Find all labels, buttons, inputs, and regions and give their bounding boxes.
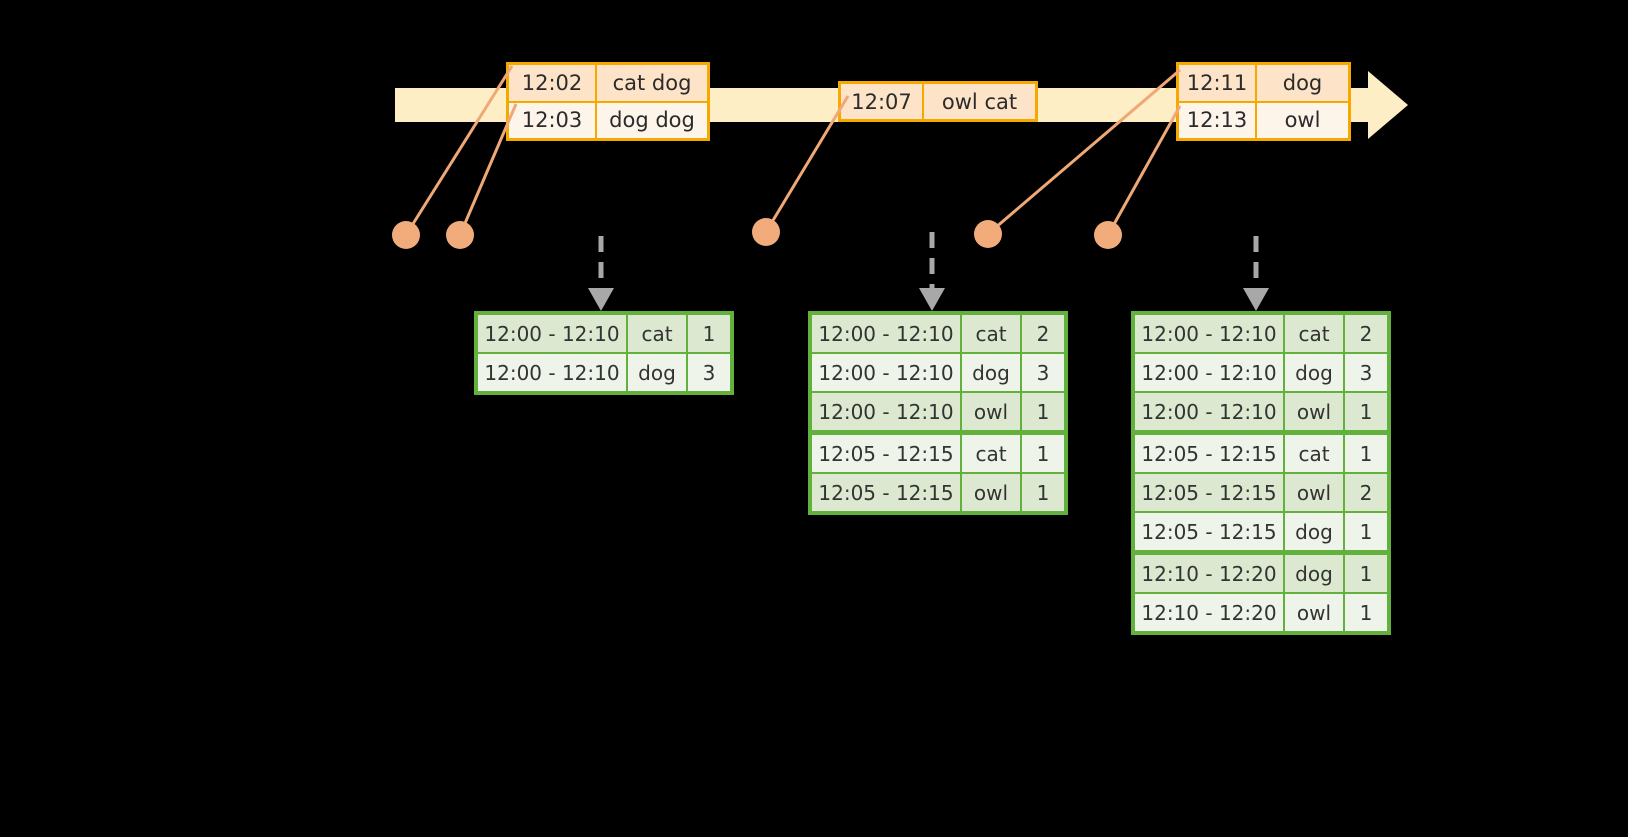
cell-count: 1 — [1022, 393, 1064, 430]
cell-word: dog — [1285, 555, 1343, 592]
cell-word: cat — [1285, 315, 1343, 352]
connector-dot-1 — [392, 221, 420, 249]
event-words: owl cat — [924, 84, 1035, 119]
event-row: 12:11 dog — [1179, 65, 1348, 101]
event-row: 12:02 cat dog — [509, 65, 707, 101]
cell-window: 12:00 - 12:10 — [812, 315, 960, 352]
cell-count: 1 — [1022, 474, 1064, 511]
event-card-3[interactable]: 12:11 dog 12:13 owl — [1176, 62, 1351, 141]
cell-count: 1 — [1345, 594, 1387, 631]
event-row: 12:07 owl cat — [841, 84, 1035, 119]
cell-count: 1 — [1345, 435, 1387, 472]
cell-window: 12:05 - 12:15 — [1135, 513, 1283, 550]
cell-window: 12:05 - 12:15 — [1135, 474, 1283, 511]
cell-window: 12:05 - 12:15 — [1135, 435, 1283, 472]
cell-window: 12:05 - 12:15 — [812, 435, 960, 472]
connector-dot-3 — [752, 218, 780, 246]
cell-count: 1 — [1345, 393, 1387, 430]
cell-window: 12:10 - 12:20 — [1135, 555, 1283, 592]
connector-line-5 — [1106, 105, 1182, 236]
cell-window: 12:05 - 12:15 — [812, 474, 960, 511]
event-words: cat dog — [597, 65, 707, 101]
cell-word: owl — [1285, 393, 1343, 430]
flow-arrow-head-3 — [1243, 288, 1269, 311]
cell-count: 2 — [1345, 315, 1387, 352]
timeline-arrow-head — [1368, 71, 1408, 139]
event-time: 12:11 — [1179, 65, 1257, 101]
connector-markers — [392, 218, 1122, 249]
connector-dot-4 — [974, 220, 1002, 248]
connector-dot-2 — [446, 221, 474, 249]
flow-arrows — [598, 232, 1259, 292]
flow-arrow-heads — [588, 288, 1269, 311]
cell-window: 12:00 - 12:10 — [812, 354, 960, 391]
event-time: 12:13 — [1179, 102, 1257, 138]
cell-window: 12:00 - 12:10 — [1135, 354, 1283, 391]
cell-count: 3 — [1022, 354, 1064, 391]
cell-count: 3 — [688, 354, 730, 391]
event-words: owl — [1257, 102, 1348, 138]
flow-arrow-head-2 — [919, 288, 945, 311]
event-time: 12:03 — [509, 102, 597, 138]
cell-count: 2 — [1345, 474, 1387, 511]
cell-word: cat — [1285, 435, 1343, 472]
cell-window: 12:10 - 12:20 — [1135, 594, 1283, 631]
cell-count: 2 — [1022, 315, 1064, 352]
cell-window: 12:00 - 12:10 — [478, 315, 626, 352]
cell-window: 12:00 - 12:10 — [1135, 393, 1283, 430]
cell-word: dog — [1285, 354, 1343, 391]
event-words: dog — [1257, 65, 1348, 101]
cell-count: 1 — [1022, 435, 1064, 472]
cell-word: dog — [1285, 513, 1343, 550]
event-card-2[interactable]: 12:07 owl cat — [838, 81, 1038, 122]
cell-word: owl — [962, 474, 1020, 511]
cell-word: owl — [1285, 474, 1343, 511]
cell-word: owl — [962, 393, 1020, 430]
event-words: dog dog — [597, 102, 707, 138]
cell-window: 12:00 - 12:10 — [812, 393, 960, 430]
cell-count: 1 — [688, 315, 730, 352]
cell-count: 1 — [1345, 513, 1387, 550]
event-time: 12:07 — [841, 84, 924, 119]
event-row: 12:13 owl — [1179, 100, 1348, 138]
cell-count: 1 — [1345, 555, 1387, 592]
event-card-1[interactable]: 12:02 cat dog 12:03 dog dog — [506, 62, 710, 141]
cell-word: cat — [962, 435, 1020, 472]
cell-word: owl — [1285, 594, 1343, 631]
cell-word: dog — [628, 354, 686, 391]
cell-window: 12:00 - 12:10 — [478, 354, 626, 391]
cell-word: cat — [628, 315, 686, 352]
cell-window: 12:00 - 12:10 — [1135, 315, 1283, 352]
connector-dot-5 — [1094, 221, 1122, 249]
flow-arrow-head-1 — [588, 288, 614, 311]
cell-word: dog — [962, 354, 1020, 391]
cell-count: 3 — [1345, 354, 1387, 391]
event-row: 12:03 dog dog — [509, 100, 707, 138]
cell-word: cat — [962, 315, 1020, 352]
event-time: 12:02 — [509, 65, 597, 101]
